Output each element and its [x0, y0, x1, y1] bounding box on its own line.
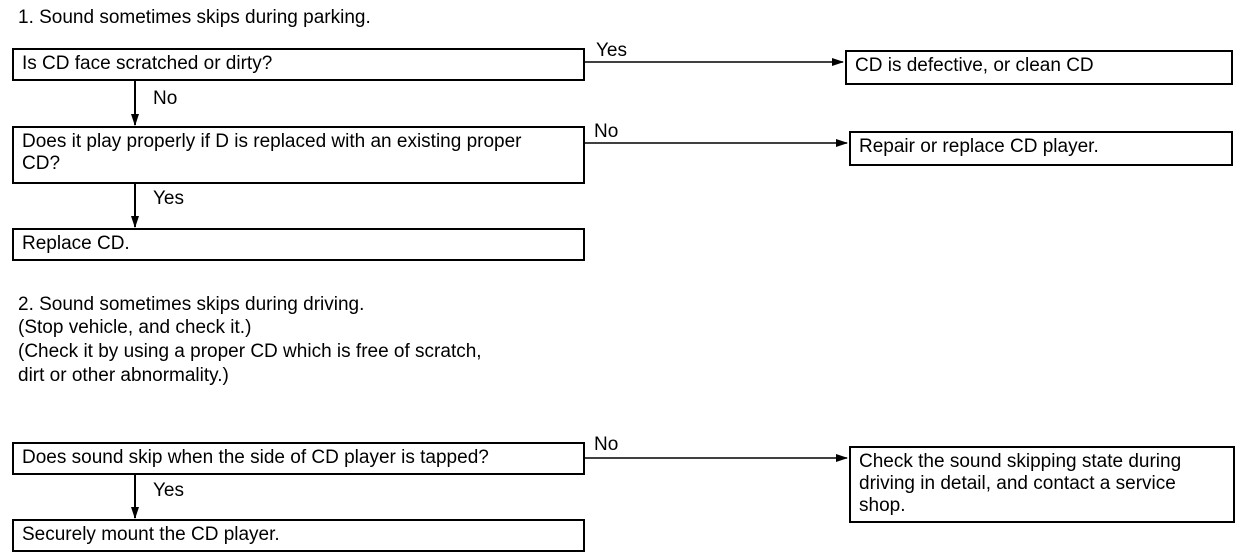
s1-q1-yes-result-text: CD is defective, or clean CD — [855, 55, 1094, 76]
s2-q1-no-result-line1: Check the sound skipping state during — [859, 451, 1182, 472]
s1-q2-no-result-text: Repair or replace CD player. — [859, 136, 1099, 157]
s1-question-play-properly: Does it play properly if D is replaced w… — [12, 126, 585, 184]
s2-q1-text: Does sound skip when the side of CD play… — [22, 447, 489, 468]
section1-title: 1. Sound sometimes skips during parking. — [18, 7, 371, 28]
s2-question-tapped: Does sound skip when the side of CD play… — [12, 442, 585, 475]
s2-q1-yes-label: Yes — [153, 480, 184, 501]
s1-result-repair-replace: Repair or replace CD player. — [849, 131, 1233, 166]
s2-q1-no-label: No — [594, 434, 619, 455]
section2-note-stop-vehicle: (Stop vehicle, and check it.) — [18, 317, 252, 338]
s1-question-cd-face: Is CD face scratched or dirty? — [12, 48, 585, 81]
s2-result-mount-player: Securely mount the CD player. — [12, 519, 585, 552]
s2-q1-no-result-line3: shop. — [859, 495, 906, 516]
s1-q2-yes-label: Yes — [153, 188, 184, 209]
s1-q2-text-line2: CD? — [22, 153, 61, 174]
s1-result-replace-cd: Replace CD. — [12, 228, 585, 261]
s1-q1-yes-label: Yes — [596, 40, 627, 61]
section2-title: 2. Sound sometimes skips during driving. — [18, 294, 365, 315]
s2-result-contact-service: Check the sound skipping state during dr… — [849, 446, 1235, 523]
s1-q2-yes-result-text: Replace CD. — [22, 233, 130, 254]
s1-result-cd-defective: CD is defective, or clean CD — [845, 50, 1233, 85]
section2-note-check-line2: dirt or other abnormality.) — [18, 365, 229, 386]
s1-q2-text-line1: Does it play properly if D is replaced w… — [22, 131, 522, 152]
s1-q2-no-label: No — [594, 121, 619, 142]
s2-q1-no-result-line2: driving in detail, and contact a service — [859, 473, 1176, 494]
section2-note-check-line1: (Check it by using a proper CD which is … — [18, 341, 482, 362]
s1-q1-no-label: No — [153, 88, 178, 109]
s2-q1-yes-result-text: Securely mount the CD player. — [22, 524, 280, 545]
s1-q1-text: Is CD face scratched or dirty? — [22, 53, 273, 74]
